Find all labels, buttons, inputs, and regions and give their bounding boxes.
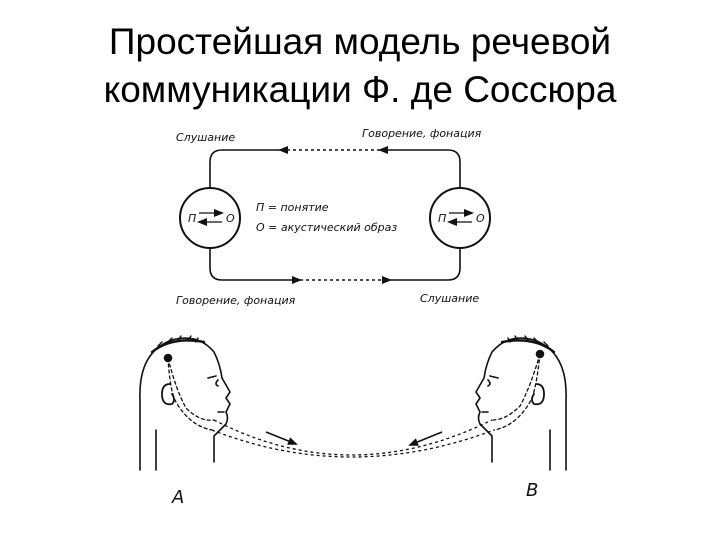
- sound-arrow-a-to-b: [265, 431, 298, 445]
- label-top-left: Слушание: [176, 131, 235, 144]
- right-brain-circle: П О: [429, 187, 491, 249]
- circuit-bottom-path-left: [209, 248, 302, 284]
- title-line-2: коммуникации Ф. де Соссюра: [103, 69, 617, 110]
- head-b-illustration: [475, 335, 567, 471]
- slide-title: Простейшая модель речевой коммуникации Ф…: [0, 18, 720, 114]
- speaker-label-a: A: [171, 487, 184, 508]
- speaker-label-b: B: [526, 480, 538, 501]
- speech-circuit: П О П О Слушание Говорение, фонация Гово…: [176, 127, 491, 307]
- sound-path-lower: [211, 429, 495, 458]
- head-a-illustration: [139, 335, 231, 471]
- label-bottom-right: Слушание: [420, 292, 479, 305]
- circuit-top-path-right: [378, 146, 461, 190]
- sound-arrow-b-to-a: [408, 431, 443, 446]
- left-brain-circle: П О: [179, 187, 241, 249]
- left-circle-letter-p: П: [188, 212, 196, 225]
- legend-line-1: П = понятие: [256, 201, 329, 214]
- left-circle-letter-o: О: [226, 212, 235, 225]
- right-circle-letter-p: П: [438, 212, 446, 225]
- label-bottom-left: Говорение, фонация: [176, 294, 296, 307]
- circuit-bottom-path-right: [390, 248, 461, 281]
- right-circle-letter-o: О: [476, 212, 485, 225]
- title-line-1: Простейшая модель речевой: [108, 21, 612, 62]
- label-top-right: Говорение, фонация: [362, 127, 482, 140]
- speakers-illustration: A B: [139, 335, 567, 508]
- sound-path-upper: [213, 419, 493, 456]
- circuit-top-path-left: [209, 149, 280, 190]
- legend-line-2: О = акустический образ: [256, 221, 397, 234]
